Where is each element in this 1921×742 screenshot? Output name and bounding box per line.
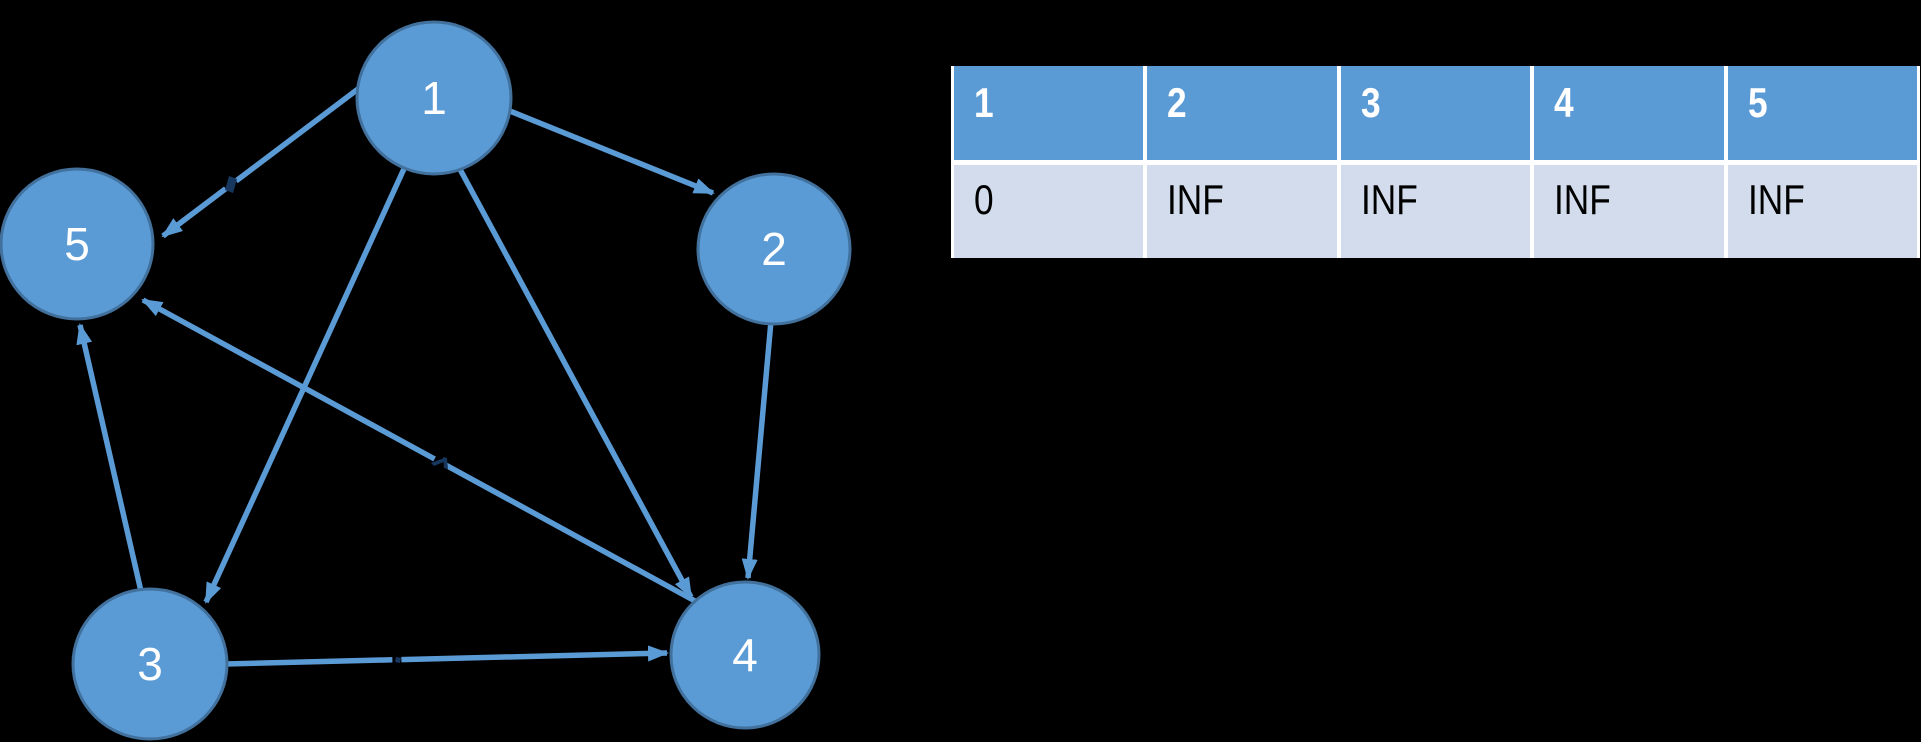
distance-table: 1 2 3 4 5 0 INF INF INF INF [951, 66, 1920, 258]
table-header-cell-2: 2 [1147, 66, 1337, 160]
table-value-cell-2: INF [1147, 165, 1337, 258]
table-value-cell-3: INF [1340, 165, 1531, 258]
graph-node-label-2: 2 [761, 223, 787, 275]
edges-layer [76, 77, 775, 664]
graph-node-label-3: 3 [137, 638, 163, 690]
graph-node-4 [669, 580, 821, 730]
table-header-cell-3: 3 [1340, 66, 1531, 160]
edge-4-5 [143, 300, 708, 610]
graph-node-label-4: 4 [732, 629, 758, 681]
graph-node-1 [355, 20, 513, 176]
edge-3-5 [76, 323, 146, 601]
graph-node-label-1: 1 [421, 72, 447, 124]
table-value-cell-4: INF [1534, 165, 1724, 258]
nodes-layer: 1 2 3 4 5 [0, 20, 852, 741]
label-remnant-edge-1-5 [225, 176, 237, 193]
edge-1-4 [452, 158, 694, 599]
edge-2-4 [741, 309, 775, 580]
edge-1-5 [163, 77, 372, 236]
graph-node-3 [71, 587, 229, 741]
table-value-cell-1: 0 [954, 165, 1144, 258]
table-header-cell-4: 4 [1534, 66, 1724, 160]
edge-1-3 [203, 158, 411, 604]
label-remnant-edge-3-4 [395, 657, 401, 663]
table-header-cell-5: 5 [1727, 66, 1917, 160]
edge-label-remnants [225, 176, 448, 663]
label-remnant-edge-4-5 [431, 457, 448, 469]
graph-node-5 [0, 167, 155, 321]
edge-3-4 [224, 653, 667, 664]
table-value-cell-5: INF [1727, 165, 1917, 258]
graph-node-label-5: 5 [64, 218, 90, 270]
edge-1-2 [493, 102, 715, 196]
table-header-cell-1: 1 [954, 66, 1144, 160]
graph-node-2 [696, 172, 852, 326]
